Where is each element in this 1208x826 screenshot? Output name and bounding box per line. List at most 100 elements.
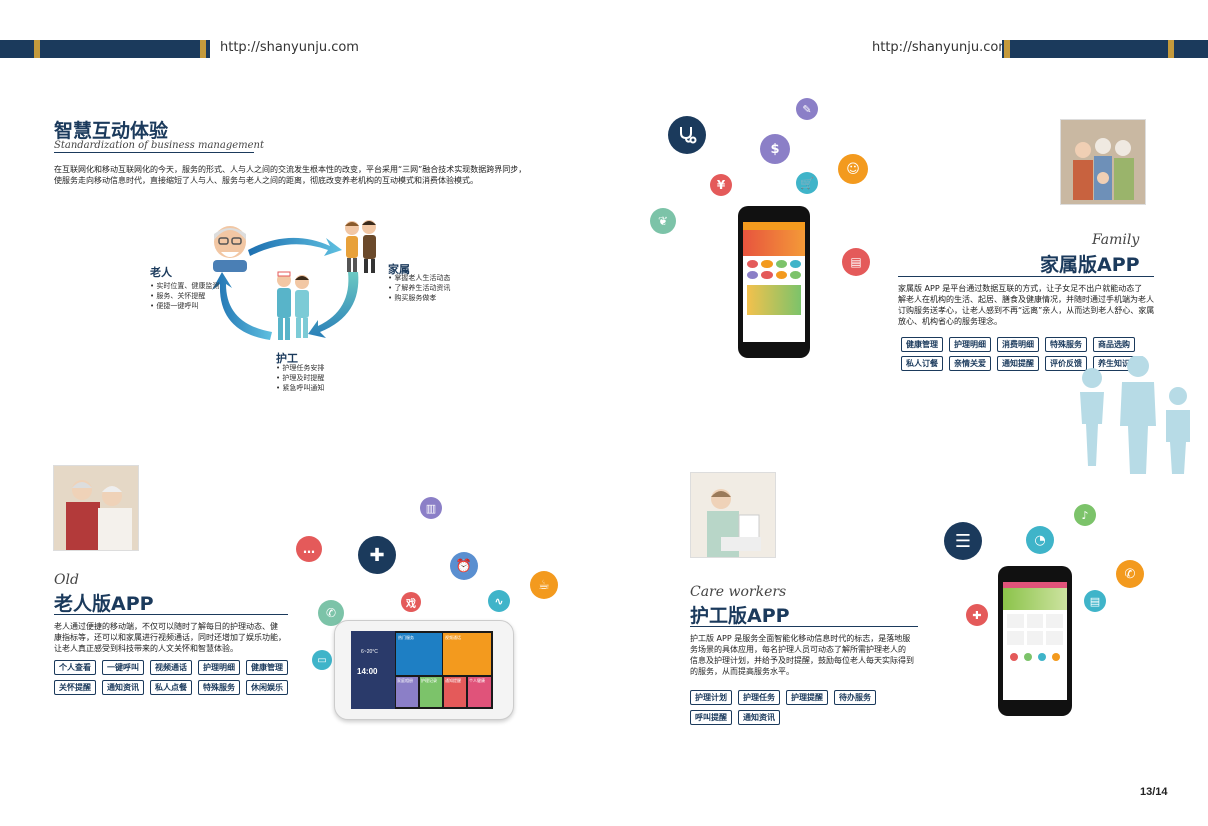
tablet-tile: 热门服务 xyxy=(396,633,442,675)
care-tag: 护理计划 xyxy=(690,690,734,707)
family-line: 订购服务送孝心，让老人感到不再“远离”亲人，从而达到老人舒心、家属 xyxy=(898,306,1155,315)
checklist-icon: ☰ xyxy=(944,522,982,560)
care-rule xyxy=(690,626,918,627)
alarm-icon: ⏰ xyxy=(450,552,478,580)
tablet-temp: 6~20°C xyxy=(361,649,378,655)
old-tag: 私人点餐 xyxy=(150,680,194,697)
book-icon: ▥ xyxy=(420,497,442,519)
old-rule xyxy=(54,614,288,615)
old-title: 老人版APP xyxy=(54,593,154,615)
call-icon: ✆ xyxy=(1116,560,1144,588)
family-phone xyxy=(738,206,810,358)
tablet-tile: 家庭相册 xyxy=(396,677,418,707)
tablet-tile: 通知提醒 xyxy=(444,677,466,707)
family-tag: 亲情关爱 xyxy=(949,356,993,373)
tablet-time: 14:00 xyxy=(357,667,378,676)
family-title: 家属版APP xyxy=(1040,254,1140,276)
care-line: 信息及护理计划，并给予及时提醒，鼓励每位老人每天实际得到 xyxy=(690,656,914,665)
header-accent-right-2 xyxy=(1168,40,1174,58)
care-line: 的服务，从而提高服务水平。 xyxy=(690,667,794,676)
old-line: 让老人真正感受到科技带来的人文关怀和智慧体验。 xyxy=(54,644,238,653)
family-tag: 护理明细 xyxy=(949,337,993,354)
header-url-left[interactable]: http://shanyunju.com xyxy=(220,40,359,55)
role-elder-list: • 实时位置、健康监测 • 服务、关怀提醒 • 便捷一键呼叫 xyxy=(150,281,219,311)
old-tag: 一键呼叫 xyxy=(102,660,146,677)
smart-rule xyxy=(54,152,254,153)
medkit-icon: ✚ xyxy=(358,536,396,574)
leaf-icon: ❦ xyxy=(650,208,676,234)
care-description: 护工版 APP 是服务全面智能化移动信息时代的标志，是落地服 务场景的具体应用，… xyxy=(690,633,930,677)
arrow-top xyxy=(248,237,342,256)
old-line: 康指标等，还可以和家属进行视频通话，同时还增加了娱乐功能， xyxy=(54,633,286,642)
care-tag: 护理提醒 xyxy=(786,690,830,707)
family-phone-screen xyxy=(743,222,805,342)
family-line: 放心、机构省心的服务理念。 xyxy=(898,317,1002,326)
opera-icon: 戏 xyxy=(401,592,421,612)
family-tag: 私人订餐 xyxy=(901,356,945,373)
smart-title: 智慧互动体验 xyxy=(54,120,169,142)
smart-description: 在互联网化和移动互联网化的今天，服务的形式、人与人之间的交流发生根本性的改变，平… xyxy=(54,164,554,186)
family-tag: 健康管理 xyxy=(901,337,945,354)
bell-icon: ♪ xyxy=(1074,504,1096,526)
note-icon: ▤ xyxy=(1084,590,1106,612)
role-nurse-list: • 护理任务安排 • 护理及时提醒 • 紧急呼叫通知 xyxy=(276,363,324,393)
nurse-figure xyxy=(277,271,309,340)
tablet-tile: 护理记录 xyxy=(420,677,442,707)
timer-icon: ◔ xyxy=(1026,526,1054,554)
old-tag: 个人查看 xyxy=(54,660,98,677)
role-nurse-item: • 紧急呼叫通知 xyxy=(276,384,325,392)
page-number: 13/14 xyxy=(1140,786,1168,798)
header-accent-left xyxy=(34,40,40,58)
tea-icon: ☕ xyxy=(530,571,558,599)
money-bag-icon: $ xyxy=(760,134,790,164)
old-line: 老人通过便捷的移动端，不仅可以随时了解每日的护理动态、健 xyxy=(54,622,278,631)
family-silhouette xyxy=(1080,356,1190,474)
edit-icon: ✎ xyxy=(796,98,818,120)
role-nurse-item: • 护理任务安排 xyxy=(276,364,325,372)
old-script: Old xyxy=(54,572,79,588)
care-photo xyxy=(690,472,776,558)
cycle-arrows xyxy=(212,237,359,340)
smart-line: 使服务走向移动信息时代，直接缩短了人与人、服务与老人之间的距离，彻底改变养老机构… xyxy=(54,176,478,185)
tv-icon: ▭ xyxy=(312,650,332,670)
smart-subtitle: Standardization of business management xyxy=(54,140,264,151)
pulse-icon: ∿ xyxy=(488,590,510,612)
care-tag: 待办服务 xyxy=(834,690,878,707)
family-line: 解老人在机构的生活、起居、膳食及健康情况，并随时通过手机端为老人 xyxy=(898,295,1154,304)
bill-icon: ▤ xyxy=(842,248,870,276)
tablet-weather-panel: 6~20°C 14:00 xyxy=(351,631,395,709)
role-elder-item: • 服务、关怀提醒 xyxy=(150,292,206,300)
header-accent-right xyxy=(1004,40,1010,58)
family-tag: 商品选购 xyxy=(1093,337,1137,354)
care-tag: 通知资讯 xyxy=(738,710,782,727)
tablet-tile: 个人健康 xyxy=(468,677,491,707)
old-photo xyxy=(53,465,139,551)
role-family-title: 家属 xyxy=(388,263,410,276)
arrow-right xyxy=(308,272,359,338)
old-tag: 特殊服务 xyxy=(198,680,242,697)
role-family-item: • 掌握老人生活动态 xyxy=(388,274,451,282)
old-tag: 健康管理 xyxy=(246,660,290,677)
care-phone xyxy=(998,566,1072,716)
family-figure xyxy=(345,220,376,273)
role-nurse-title: 护工 xyxy=(276,352,298,365)
yuan-icon: ¥ xyxy=(710,174,732,196)
old-description: 老人通过便捷的移动端，不仅可以随时了解每日的护理动态、健 康指标等，还可以和家属… xyxy=(54,621,294,654)
message-icon: … xyxy=(296,536,322,562)
role-nurse-item: • 护理及时提醒 xyxy=(276,374,325,382)
role-family-list: • 掌握老人生活动态 • 了解养生活动资讯 • 购买服务做孝 xyxy=(388,273,450,303)
role-family-item: • 了解养生活动资讯 xyxy=(388,284,451,292)
care-title: 护工版APP xyxy=(690,605,790,627)
family-photo xyxy=(1060,119,1146,205)
tablet-tile: 视频通话 xyxy=(443,633,491,675)
chat-icon: ☺ xyxy=(838,154,868,184)
stethoscope-icon xyxy=(668,116,706,154)
old-tag: 关怀提醒 xyxy=(54,680,98,697)
role-elder-title: 老人 xyxy=(150,266,172,279)
old-tag: 休闲娱乐 xyxy=(246,680,290,697)
header-url-right[interactable]: http://shanyunju.com xyxy=(872,40,1011,55)
care-script: Care workers xyxy=(690,584,787,600)
old-tag: 通知资讯 xyxy=(102,680,146,697)
role-elder-item: • 实时位置、健康监测 xyxy=(150,282,220,290)
family-description: 家属版 APP 是平台通过数据互联的方式，让子女足不出户就能动态了 解老人在机构… xyxy=(898,283,1160,327)
